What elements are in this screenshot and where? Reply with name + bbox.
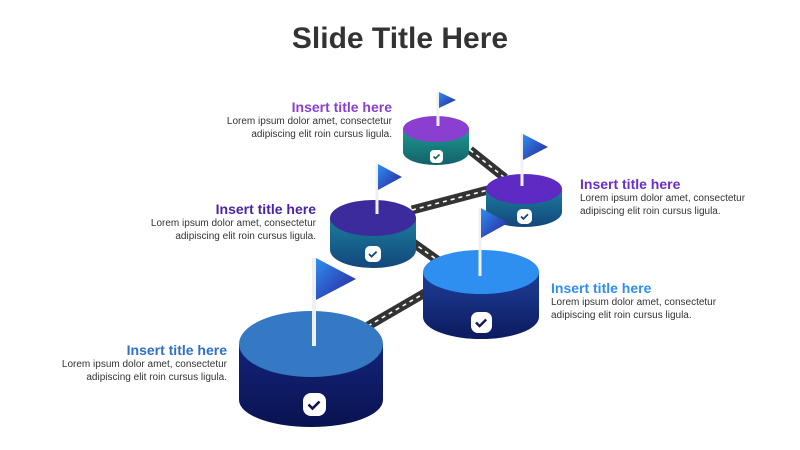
text-block-2: Insert title here Lorem ipsum dolor amet… bbox=[580, 175, 780, 218]
text-block-3: Insert title here Lorem ipsum dolor amet… bbox=[116, 200, 316, 243]
item-body: Lorem ipsum dolor amet, consectetur adip… bbox=[226, 116, 392, 140]
item-title: Insert title here bbox=[580, 176, 681, 192]
check-badge-icon bbox=[365, 246, 381, 262]
road-4 bbox=[365, 286, 433, 330]
flag-icon bbox=[439, 92, 456, 108]
item-body: Lorem ipsum dolor amet, consectetur adip… bbox=[150, 218, 316, 242]
text-block-5: Insert title here Lorem ipsum dolor amet… bbox=[27, 341, 227, 384]
road-2 bbox=[410, 185, 490, 215]
milestone-2 bbox=[486, 134, 562, 227]
flag-icon bbox=[316, 258, 356, 300]
milestone-1 bbox=[403, 92, 469, 165]
text-block-1: Insert title here Lorem ipsum dolor amet… bbox=[192, 98, 392, 141]
road-1 bbox=[467, 146, 508, 182]
item-title: Insert title here bbox=[291, 99, 392, 115]
item-body: Lorem ipsum dolor amet, consectetur adip… bbox=[61, 359, 227, 383]
flag-icon bbox=[481, 208, 508, 238]
item-title: Insert title here bbox=[551, 280, 652, 296]
milestone-5 bbox=[239, 258, 383, 427]
item-body: Lorem ipsum dolor amet, consectetur adip… bbox=[551, 297, 717, 321]
flag-icon bbox=[378, 164, 402, 190]
check-badge-icon bbox=[430, 150, 443, 163]
item-title: Insert title here bbox=[126, 342, 227, 358]
check-badge-icon bbox=[471, 312, 492, 333]
text-block-4: Insert title here Lorem ipsum dolor amet… bbox=[551, 279, 751, 322]
item-body: Lorem ipsum dolor amet, consectetur adip… bbox=[580, 193, 746, 217]
item-title: Insert title here bbox=[215, 201, 316, 217]
milestone-4 bbox=[423, 208, 539, 339]
slide-title: Slide Title Here bbox=[291, 22, 509, 55]
check-badge-icon bbox=[517, 209, 532, 224]
check-badge-icon bbox=[303, 393, 326, 416]
milestone-3 bbox=[330, 164, 416, 268]
flag-icon bbox=[523, 134, 548, 160]
